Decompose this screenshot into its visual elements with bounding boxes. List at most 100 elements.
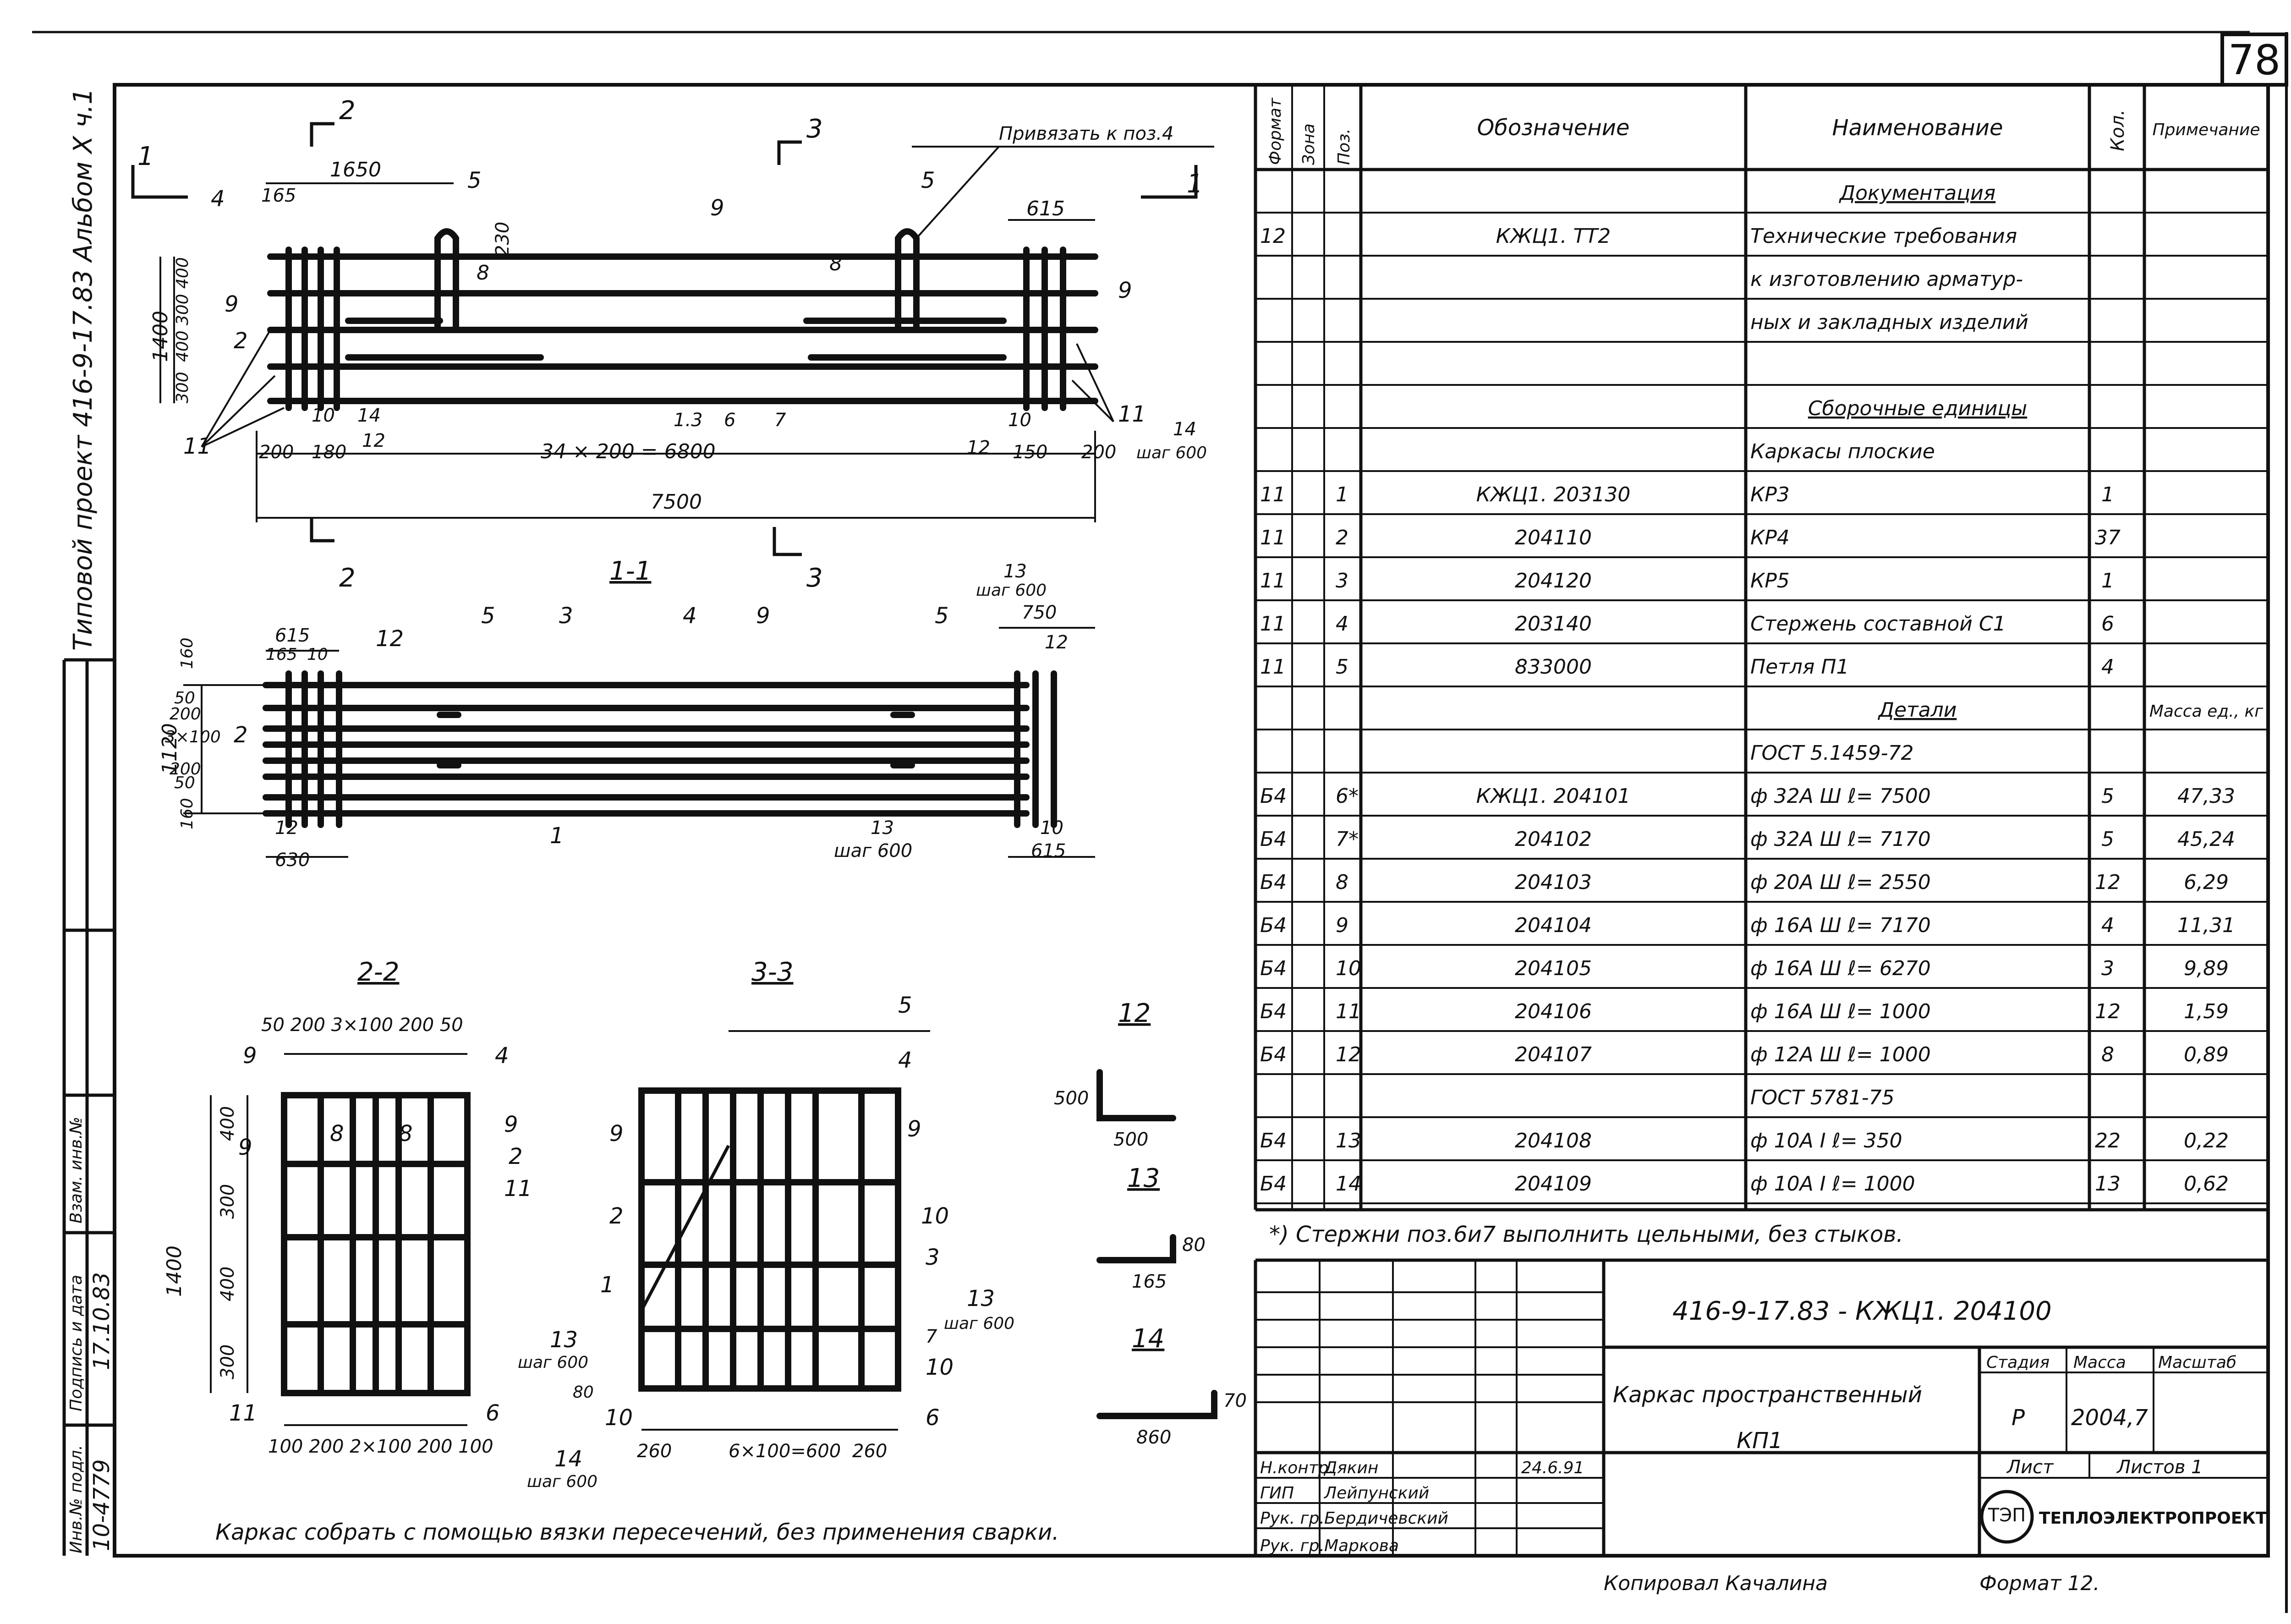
- spec-cell-o: КЖЦ1. ТТ2: [1496, 225, 1611, 248]
- signer-name: Бердичевский: [1324, 1509, 1448, 1528]
- svg-text:1120: 1120: [158, 723, 181, 774]
- svg-text:4: 4: [495, 1043, 509, 1069]
- spec-cell-n: ф 16А Ш ℓ= 7170: [1750, 914, 1931, 937]
- spec-cell-n: КР5: [1750, 569, 1790, 593]
- spec-cell-m: 6,29: [2184, 871, 2229, 894]
- svg-text:10: 10: [307, 645, 328, 664]
- spec-cell-n: Технические требования: [1750, 225, 2017, 248]
- plan-view: 2 3 2 3 1 1 Привязать к поз.4 1650 165 6…: [131, 96, 1214, 593]
- svg-text:230: 230: [492, 222, 513, 257]
- left-strip: Типовой проект 416-9-17.83 Альбом X ч.1 …: [62, 88, 115, 1556]
- spec-cell-m: 11,31: [2177, 914, 2235, 937]
- svg-text:10: 10: [926, 1355, 954, 1380]
- svg-text:8: 8: [477, 261, 489, 285]
- svg-text:Р: Р: [2011, 1405, 2025, 1431]
- spec-cell-k: 1: [2101, 569, 2114, 593]
- spec-cell-p: 11: [1336, 1000, 1361, 1023]
- svg-text:8: 8: [330, 1121, 344, 1147]
- svg-text:14: 14: [357, 405, 381, 426]
- svg-text:7: 7: [774, 410, 786, 431]
- svg-text:1: 1: [137, 142, 154, 171]
- svg-text:180: 180: [312, 442, 346, 463]
- svg-text:160: 160: [178, 637, 197, 669]
- svg-text:2: 2: [234, 722, 248, 748]
- spec-cell-m: 0,22: [2184, 1129, 2229, 1152]
- spec-cell-o: 204108: [1515, 1129, 1592, 1152]
- spec-cell-n: ф 10А I ℓ= 350: [1750, 1129, 1902, 1152]
- svg-text:400: 400: [173, 257, 192, 289]
- spec-cell-o: 204102: [1515, 828, 1592, 851]
- svg-text:100 200 2×100 200 100: 100 200 2×100 200 100: [268, 1436, 493, 1457]
- section-3-3: 3-3 5 4 9 9 2 10 3 1 13 шаг 600 13 шаг 6…: [518, 957, 1014, 1491]
- spec-cell-f: Б4: [1260, 871, 1287, 894]
- svg-text:10: 10: [312, 405, 335, 426]
- project-title-vertical: Типовой проект 416-9-17.83 Альбом X ч.1: [68, 88, 98, 651]
- section-2-2: 2-2 50 200 3×100 200 50 9 4 9 8 8 9 2 11…: [163, 957, 532, 1457]
- svg-text:12: 12: [275, 817, 298, 839]
- svg-text:2: 2: [609, 1203, 624, 1229]
- spec-row: Сборочные единицы: [1808, 397, 2027, 420]
- spec-cell-f: 11: [1260, 526, 1286, 549]
- spec-cell-f: Б4: [1260, 785, 1287, 808]
- svg-text:300: 300: [173, 294, 192, 325]
- svg-text:5: 5: [921, 168, 935, 193]
- spec-cell-p: 7*: [1336, 828, 1359, 851]
- spec-cell-o: 203140: [1515, 612, 1592, 636]
- spec-cell-n: ф 12А Ш ℓ= 1000: [1750, 1043, 1931, 1066]
- svg-text:9: 9: [243, 1043, 257, 1069]
- spec-cell-k: 5: [2101, 828, 2114, 851]
- svg-text:70: 70: [1223, 1390, 1247, 1411]
- svg-text:5: 5: [481, 603, 495, 629]
- spec-cell-f: Б4: [1260, 914, 1287, 937]
- svg-text:8: 8: [399, 1121, 413, 1147]
- spec-cell-n: Документация: [1839, 181, 1996, 205]
- spec-cell-p: 6*: [1336, 785, 1359, 808]
- spec-cell-n: к изготовлению арматур-: [1750, 268, 2023, 291]
- svg-text:12: 12: [967, 437, 990, 458]
- spec-cell-f: 11: [1260, 612, 1286, 636]
- doc-name-1: Каркас пространственный: [1613, 1382, 1922, 1408]
- svg-text:Листов 1: Листов 1: [2116, 1457, 2203, 1478]
- signer-role: Н.контр.: [1260, 1459, 1334, 1477]
- svg-text:11: 11: [229, 1400, 257, 1426]
- svg-text:165: 165: [261, 185, 296, 206]
- spec-cell-k: 8: [2101, 1043, 2114, 1066]
- spec-cell-o: 833000: [1515, 655, 1592, 679]
- svg-text:4: 4: [683, 603, 697, 629]
- svg-text:750: 750: [1022, 602, 1057, 623]
- signer-row: Рук. гр.Маркова: [1260, 1536, 1399, 1555]
- spec-cell-p: 9: [1336, 914, 1348, 937]
- spec-cell-o: 204107: [1515, 1043, 1592, 1066]
- svg-text:12: 12: [1045, 632, 1068, 653]
- svg-text:150: 150: [1013, 442, 1047, 463]
- svg-text:7: 7: [926, 1326, 937, 1347]
- signer-role: ГИП: [1260, 1484, 1294, 1503]
- svg-text:3×100: 3×100: [165, 728, 221, 746]
- spec-cell-m: 0,62: [2184, 1172, 2229, 1196]
- svg-text:5: 5: [898, 993, 912, 1018]
- col-kol-header: Кол.: [2107, 110, 2128, 151]
- spec-cell-p: 12: [1336, 1043, 1361, 1066]
- svg-text:50 200 3×100 200 50: 50 200 3×100 200 50: [261, 1015, 463, 1036]
- spec-cell-o: 204103: [1515, 871, 1592, 894]
- spec-cell-p: 3: [1336, 569, 1348, 593]
- svg-text:165: 165: [266, 645, 297, 664]
- spec-cell-p: 10: [1336, 957, 1361, 980]
- spec-cell-k: 4: [2101, 914, 2114, 937]
- spec-cell-o: 204105: [1515, 957, 1592, 980]
- svg-text:260: 260: [637, 1441, 672, 1462]
- svg-text:615: 615: [1031, 840, 1066, 861]
- page-number: 78: [2228, 36, 2281, 84]
- spec-cell-n: ных и закладных изделий: [1750, 311, 2028, 334]
- svg-text:200: 200: [170, 760, 201, 779]
- svg-text:14: 14: [1173, 419, 1196, 440]
- company-logo: [1980, 1490, 2034, 1544]
- svg-text:9: 9: [907, 1116, 921, 1142]
- svg-text:12: 12: [376, 626, 404, 652]
- svg-text:9: 9: [238, 1135, 252, 1160]
- inv-podl-label: Инв.№ подл.: [67, 1445, 86, 1553]
- svg-text:860: 860: [1136, 1427, 1171, 1448]
